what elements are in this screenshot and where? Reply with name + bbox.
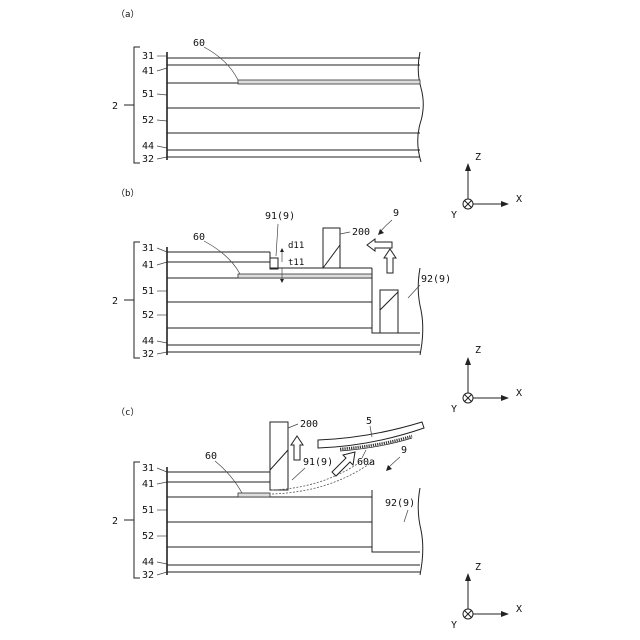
panel-c-label: （c） <box>116 407 139 418</box>
svg-text:52: 52 <box>142 310 154 321</box>
svg-text:9: 9 <box>401 445 407 456</box>
panel-a-layer-52: 52 <box>142 115 154 126</box>
svg-text:51: 51 <box>142 286 154 297</box>
svg-text:2: 2 <box>112 516 118 527</box>
panel-b-axes: Z X Y <box>451 345 522 415</box>
panel-a-label: （a） <box>116 9 139 20</box>
svg-text:32: 32 <box>142 349 154 360</box>
svg-text:44: 44 <box>142 557 154 568</box>
svg-text:41: 41 <box>142 479 154 490</box>
svg-text:Y: Y <box>451 210 457 221</box>
panel-a-layer-31: 31 <box>142 51 154 62</box>
panel-a-brace <box>134 47 140 163</box>
panel-c-film <box>238 493 270 497</box>
svg-text:60a: 60a <box>357 457 375 468</box>
panel-a-film <box>238 80 420 84</box>
panel-a: （a） 2 31 41 51 52 44 32 <box>112 9 522 221</box>
svg-text:31: 31 <box>142 243 154 254</box>
svg-text:51: 51 <box>142 505 154 516</box>
panel-b-cutter-label: 91(9) <box>265 211 295 222</box>
svg-text:Y: Y <box>451 404 457 415</box>
svg-text:200: 200 <box>300 419 318 430</box>
panel-b-label: （b） <box>116 188 139 199</box>
panel-c-stack <box>167 467 423 575</box>
panel-b-up-arrow-icon <box>384 249 396 273</box>
panel-a-layer-32: 32 <box>142 154 154 165</box>
panel-c-up-arrow-icon <box>291 436 303 460</box>
svg-text:91(9): 91(9) <box>303 457 333 468</box>
svg-text:32: 32 <box>142 570 154 581</box>
svg-text:Y: Y <box>451 620 457 631</box>
svg-text:41: 41 <box>142 260 154 271</box>
panel-a-group-label: 2 <box>112 101 118 112</box>
panel-b-film <box>238 274 372 278</box>
svg-text:200: 200 <box>352 227 370 238</box>
svg-text:X: X <box>516 604 522 615</box>
panel-b: （b） 2 31 41 51 52 44 32 <box>112 188 522 415</box>
svg-text:Z: Z <box>475 345 481 356</box>
svg-text:92(9): 92(9) <box>421 274 451 285</box>
svg-text:60: 60 <box>193 232 205 243</box>
panel-b-brace <box>134 242 140 358</box>
svg-text:t11: t11 <box>288 258 304 268</box>
panel-a-layer-41: 41 <box>142 66 154 77</box>
svg-text:60: 60 <box>205 451 217 462</box>
svg-text:Z: Z <box>475 562 481 573</box>
panel-a-layer-51: 51 <box>142 89 154 100</box>
panel-c: （c） 2 31 41 51 52 44 32 60 <box>112 407 522 631</box>
panel-b-left-arrow-icon <box>367 239 392 251</box>
panel-a-stack <box>167 52 423 162</box>
panel-a-axes: Z X Y <box>451 152 522 221</box>
svg-text:Z: Z <box>475 152 481 163</box>
svg-text:31: 31 <box>142 463 154 474</box>
panel-b-support <box>380 290 398 333</box>
panel-c-diagonal-arrow-icon <box>332 452 355 476</box>
svg-text:44: 44 <box>142 336 154 347</box>
panel-b-cutter <box>270 258 278 269</box>
panel-c-blade <box>270 422 288 490</box>
svg-text:92(9): 92(9) <box>385 498 415 509</box>
panel-a-layer-44: 44 <box>142 141 154 152</box>
panel-c-brace <box>134 462 140 578</box>
svg-text:5: 5 <box>366 416 372 427</box>
svg-text:X: X <box>516 194 522 205</box>
svg-text:X: X <box>516 388 522 399</box>
panel-a-film-label: 60 <box>193 38 205 49</box>
svg-text:52: 52 <box>142 531 154 542</box>
panel-c-axes: Z X Y <box>451 562 522 631</box>
svg-text:9: 9 <box>393 208 399 219</box>
panel-b-group-label: 2 <box>112 296 118 307</box>
svg-text:d11: d11 <box>288 241 304 251</box>
